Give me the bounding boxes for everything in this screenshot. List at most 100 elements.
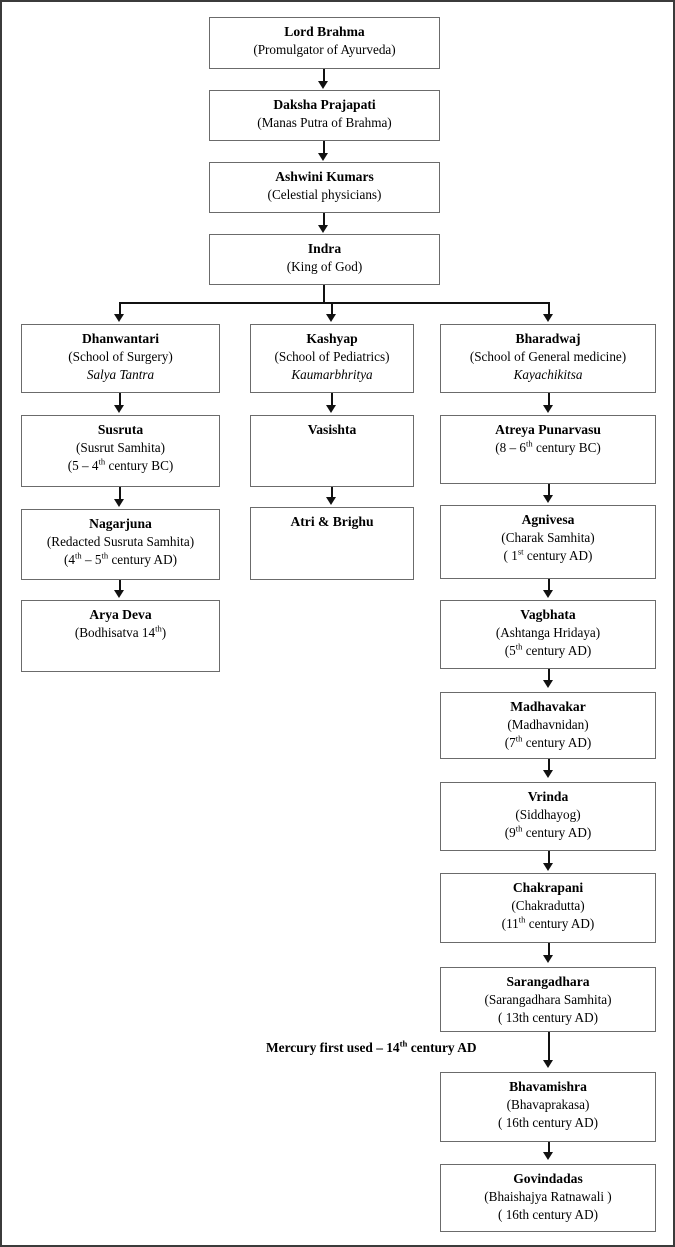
node-sanskrit-term: Kaumarbhritya	[291, 366, 373, 382]
arrowhead	[543, 1060, 553, 1068]
arrowhead	[543, 495, 553, 503]
arrowhead	[114, 314, 124, 322]
edge-branch-left	[119, 302, 121, 316]
mercury-annotation: Mercury first used – 14th century AD	[266, 1038, 477, 1055]
edge-daksha-ashwini	[323, 141, 325, 154]
node-subtitle: (School of General medicine)	[469, 349, 627, 365]
edge-brahma-daksha	[323, 69, 325, 83]
node-lord-brahma[interactable]: Lord Brahma (Promulgator of Ayurveda)	[209, 17, 440, 69]
node-susruta[interactable]: Susruta (Susrut Samhita) (5 – 4th centur…	[21, 415, 220, 487]
node-nagarjuna[interactable]: Nagarjuna (Redacted Susruta Samhita) (4t…	[21, 509, 220, 580]
node-date: (11th century AD)	[501, 914, 595, 931]
node-subtitle: (Susrut Samhita)	[75, 440, 165, 456]
node-subtitle: (Promulgator of Ayurveda)	[253, 42, 396, 58]
node-subtitle: (King of God)	[286, 259, 363, 275]
arrowhead	[543, 770, 553, 778]
arrowhead	[543, 1152, 553, 1160]
node-title: Bharadwaj	[515, 331, 581, 346]
node-vrinda[interactable]: Vrinda (Siddhayog) (9th century AD)	[440, 782, 656, 851]
edge-susruta-nagarjuna	[119, 487, 121, 501]
node-title: Vrinda	[527, 789, 569, 804]
arrowhead	[326, 497, 336, 505]
node-title: Vasishta	[307, 422, 357, 437]
edge-kashyap-vasishta	[331, 393, 333, 407]
node-title: Indra	[307, 241, 342, 256]
node-date: ( 13th century AD)	[498, 1009, 598, 1025]
node-title: Sarangadhara	[506, 974, 590, 989]
node-subtitle: (Celestial physicians)	[267, 187, 382, 203]
edge-agnivesa-vagbhata	[548, 579, 550, 592]
node-chakrapani[interactable]: Chakrapani (Chakradutta) (11th century A…	[440, 873, 656, 943]
node-subtitle: (Bhavaprakasa)	[506, 1097, 590, 1113]
node-title: Vagbhata	[520, 607, 576, 622]
node-title: Atri & Brighu	[290, 514, 374, 529]
edge-branch-right	[548, 302, 550, 316]
node-vasishta[interactable]: Vasishta	[250, 415, 414, 487]
node-atreya-punarvasu[interactable]: Atreya Punarvasu (8 – 6th century BC)	[440, 415, 656, 484]
arrowhead	[318, 225, 328, 233]
node-date: (9th century AD)	[504, 823, 592, 840]
node-vagbhata[interactable]: Vagbhata (Ashtanga Hridaya) (5th century…	[440, 600, 656, 669]
node-subtitle: (School of Pediatrics)	[274, 349, 390, 365]
node-title: Agnivesa	[521, 512, 575, 527]
node-subtitle: (Chakradutta)	[511, 898, 585, 914]
node-daksha-prajapati[interactable]: Daksha Prajapati (Manas Putra of Brahma)	[209, 90, 440, 141]
edge-ashwini-indra	[323, 213, 325, 226]
node-kashyap[interactable]: Kashyap (School of Pediatrics) Kaumarbhr…	[250, 324, 414, 393]
edge-vasishta-atribrighu	[331, 487, 333, 499]
node-bharadwaj[interactable]: Bharadwaj (School of General medicine) K…	[440, 324, 656, 393]
node-indra[interactable]: Indra (King of God)	[209, 234, 440, 285]
node-dhanwantari[interactable]: Dhanwantari (School of Surgery) Salya Ta…	[21, 324, 220, 393]
node-sanskrit-term: Kayachikitsa	[513, 366, 583, 382]
node-title: Chakrapani	[512, 880, 584, 895]
node-title: Dhanwantari	[81, 331, 160, 346]
edge-branch-bus	[119, 302, 548, 304]
arrowhead	[114, 499, 124, 507]
arrowhead	[114, 590, 124, 598]
edge-bhavamishra-govindadas	[548, 1142, 550, 1154]
node-title: Daksha Prajapati	[273, 97, 376, 112]
node-agnivesa[interactable]: Agnivesa (Charak Samhita) ( 1st century …	[440, 505, 656, 579]
node-ashwini-kumars[interactable]: Ashwini Kumars (Celestial physicians)	[209, 162, 440, 213]
arrowhead	[326, 405, 336, 413]
node-madhavakar[interactable]: Madhavakar (Madhavnidan) (7th century AD…	[440, 692, 656, 759]
node-bhavamishra[interactable]: Bhavamishra (Bhavaprakasa) ( 16th centur…	[440, 1072, 656, 1142]
node-sanskrit-term: Salya Tantra	[86, 366, 155, 382]
node-subtitle: (Ashtanga Hridaya)	[495, 625, 601, 641]
arrowhead	[543, 405, 553, 413]
edge-dhanwantari-susruta	[119, 393, 121, 407]
node-sarangadhara[interactable]: Sarangadhara (Sarangadhara Samhita) ( 13…	[440, 967, 656, 1032]
node-subtitle: (Charak Samhita)	[501, 530, 595, 546]
node-title: Susruta	[97, 422, 144, 437]
node-subtitle: (Redacted Susruta Samhita)	[46, 534, 195, 550]
arrowhead	[318, 81, 328, 89]
node-title: Kashyap	[306, 331, 358, 346]
node-date: (Bodhisatva 14th)	[74, 623, 167, 641]
arrowhead	[318, 153, 328, 161]
edge-nagarjuna-aryadeva	[119, 580, 121, 592]
edge-sarangadhara-bhavamishra	[548, 1032, 550, 1062]
node-subtitle: (School of Surgery)	[68, 349, 173, 365]
node-govindadas[interactable]: Govindadas (Bhaishajya Ratnawali ) ( 16t…	[440, 1164, 656, 1232]
node-date: ( 16th century AD)	[498, 1114, 598, 1130]
node-date: (8 – 6th century BC)	[495, 438, 601, 456]
edge-madhavakar-vrinda	[548, 759, 550, 772]
arrowhead	[543, 680, 553, 688]
arrowhead	[543, 955, 553, 963]
node-date: (5th century AD)	[504, 641, 592, 658]
arrowhead	[543, 314, 553, 322]
node-title: Madhavakar	[510, 699, 586, 714]
node-date: (4th – 5th century AD)	[63, 550, 177, 567]
edge-vagbhata-madhavakar	[548, 669, 550, 682]
node-arya-deva[interactable]: Arya Deva (Bodhisatva 14th)	[21, 600, 220, 672]
edge-bharadwaj-atreya	[548, 393, 550, 407]
node-title: Lord Brahma	[284, 24, 365, 39]
edge-chakrapani-sarangadhara	[548, 943, 550, 957]
node-atri-and-brighu[interactable]: Atri & Brighu	[250, 507, 414, 580]
node-title: Atreya Punarvasu	[495, 422, 601, 437]
arrowhead	[114, 405, 124, 413]
node-date: ( 1st century AD)	[503, 546, 593, 563]
node-subtitle: (Bhaishajya Ratnawali )	[484, 1189, 612, 1205]
node-subtitle: (Sarangadhara Samhita)	[484, 992, 612, 1008]
